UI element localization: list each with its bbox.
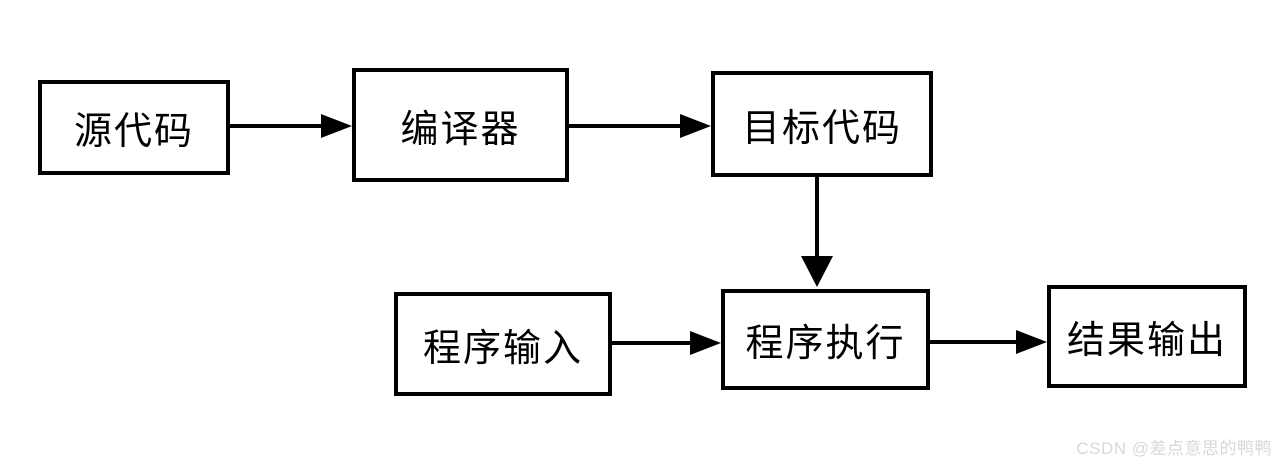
node-result-output: 结果输出 — [1047, 285, 1247, 388]
node-program-run-label: 程序执行 — [745, 323, 906, 365]
edge-program-run-to-result-output-arrow — [930, 330, 1047, 354]
edge-object-code-to-program-run-arrow — [801, 177, 833, 287]
edge-compiler-to-object-code-arrow — [569, 114, 711, 138]
node-program-run: 程序执行 — [721, 289, 930, 390]
node-program-input: 程序输入 — [394, 292, 612, 396]
node-result-output-label: 结果输出 — [1066, 320, 1227, 362]
node-program-input-label: 程序输入 — [422, 327, 583, 370]
csdn-watermark: CSDN @差点意思的鸭鸭 — [1076, 439, 1272, 458]
node-compiler-label: 编译器 — [400, 108, 521, 151]
edge-program-input-to-program-run-arrow — [612, 331, 721, 355]
node-object-code: 目标代码 — [711, 71, 933, 177]
node-source-code-label: 源代码 — [73, 111, 194, 153]
edge-source-code-to-compiler-arrow — [230, 114, 352, 138]
node-compiler: 编译器 — [352, 68, 569, 182]
node-source-code: 源代码 — [38, 80, 230, 175]
node-object-code-label: 目标代码 — [741, 107, 902, 150]
